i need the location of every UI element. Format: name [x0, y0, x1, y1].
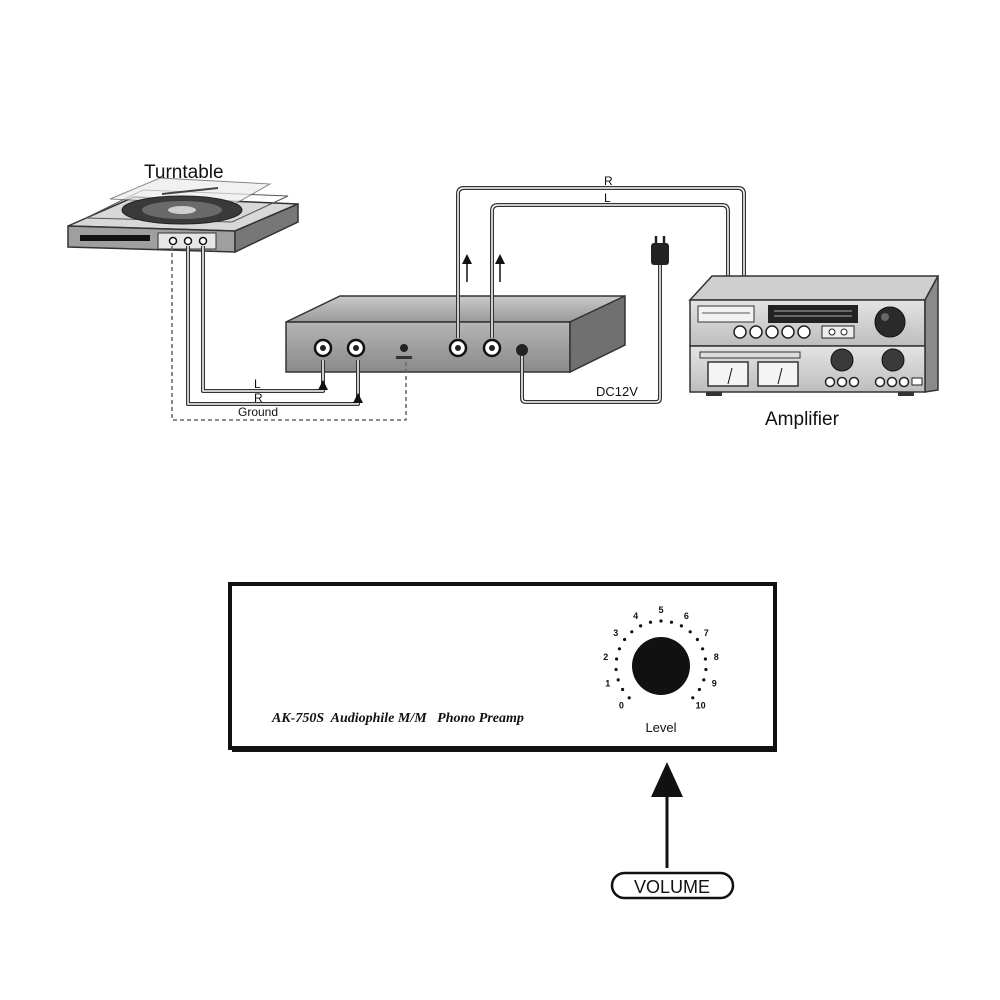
ground-label: Ground — [238, 405, 278, 419]
turntable-left-jack — [183, 236, 193, 246]
level-scale-dot — [615, 657, 619, 661]
amplifier — [688, 275, 940, 396]
level-scale-dot — [623, 637, 627, 642]
level-scale-dot — [704, 667, 708, 672]
output-left-label: L — [604, 191, 611, 205]
level-scale-dot — [616, 678, 620, 682]
turntable — [67, 177, 299, 254]
level-label: Level — [645, 720, 676, 735]
level-scale-dot — [702, 678, 706, 682]
level-scale-tick-label: 0 — [619, 701, 624, 711]
level-scale-tick-label: 3 — [613, 628, 618, 638]
level-scale-tick-label: 5 — [658, 605, 663, 615]
level-scale-dot — [701, 647, 705, 651]
preamp-unit — [285, 294, 626, 374]
level-scale-tick-label: 10 — [696, 701, 706, 711]
cables — [171, 186, 746, 421]
turntable-ground-jack — [198, 236, 208, 246]
level-scale-tick-label: 2 — [603, 652, 608, 662]
level-scale-dots — [614, 619, 708, 700]
input-right-label: R — [254, 391, 263, 405]
level-scale-dot — [703, 657, 708, 661]
level-scale-tick-label: 9 — [712, 678, 717, 688]
level-scale-dot — [621, 687, 625, 692]
ground-cable — [171, 246, 407, 421]
level-scale-dot — [630, 630, 634, 634]
level-scale-dot — [669, 620, 674, 624]
power-label: DC12V — [596, 384, 638, 399]
level-scale-dot — [648, 620, 653, 624]
power-adapter — [651, 236, 669, 265]
turntable-right-jack — [168, 236, 178, 246]
volume-callout: VOLUME — [610, 871, 735, 900]
level-scale-tick-label: 6 — [684, 611, 689, 621]
volume-callout-label: VOLUME — [634, 877, 710, 897]
level-scale-dot — [617, 647, 622, 651]
level-scale: 0 1 2 3 4 5 6 7 8 9 10 — [603, 605, 719, 711]
product-name: AK-750S Audiophile M/M Phono Preamp — [271, 711, 524, 726]
level-scale-tick-label: 1 — [605, 678, 610, 688]
level-knob[interactable] — [632, 637, 690, 695]
output-arrows — [462, 254, 505, 282]
level-scale-tick-label: 8 — [714, 652, 719, 662]
level-scale-dot — [695, 637, 700, 642]
turntable-label: Turntable — [144, 162, 224, 183]
level-scale-dot — [688, 630, 692, 634]
amplifier-label: Amplifier — [765, 409, 840, 430]
level-scale-dot — [627, 696, 631, 700]
preamp-ground-post — [400, 344, 408, 352]
preamp-dc-input-jack — [516, 344, 528, 356]
level-scale-dot — [659, 619, 663, 623]
input-arrows — [318, 380, 363, 403]
output-right-label: R — [604, 174, 613, 188]
input-left-label: L — [254, 377, 261, 391]
volume-callout-arrow — [651, 762, 683, 868]
level-scale-dot — [639, 624, 643, 628]
level-scale-dot — [697, 687, 702, 692]
level-scale-dot — [691, 696, 695, 700]
level-scale-dot — [614, 667, 618, 672]
level-scale-tick-label: 4 — [633, 611, 638, 621]
level-scale-tick-label: 7 — [704, 628, 709, 638]
level-scale-dot — [679, 624, 684, 628]
